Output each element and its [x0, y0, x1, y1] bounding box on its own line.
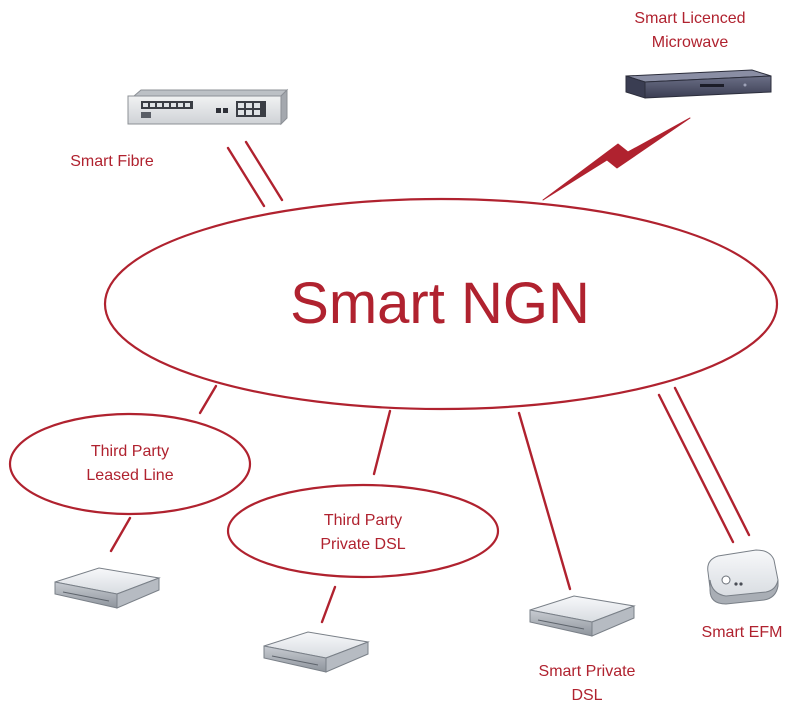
third-party-private-dsl-ellipse	[226, 483, 500, 579]
efm-box-icon	[707, 549, 779, 605]
link-smart-efm	[657, 386, 751, 544]
modem-icon	[529, 595, 636, 637]
microwave-radio-unit-icon	[625, 69, 772, 99]
link-lightning-microwave	[542, 117, 691, 201]
smart-ngn-label: Smart NGN	[290, 271, 590, 336]
smart-ngn-cloud	[103, 197, 779, 411]
link-ngn-to-third-party-dsl	[372, 409, 392, 476]
link-ngn-to-leased-line	[198, 384, 218, 415]
smart-fibre-label: Smart Fibre	[70, 153, 154, 170]
link-third-party-dsl-to-modem	[320, 585, 337, 624]
leased-line-label-line2: Leased Line	[86, 467, 173, 484]
link-leased-line-to-modem	[109, 516, 132, 553]
modem-icon	[263, 631, 370, 673]
rack-router-icon	[127, 88, 289, 126]
third-party-dsl-label-line1: Third Party	[324, 512, 402, 529]
link-ngn-to-smart-private-dsl	[517, 411, 572, 591]
modem-icon	[54, 567, 161, 609]
link-smart-fibre	[226, 140, 284, 208]
leased-line-label-line1: Third Party	[91, 443, 169, 460]
smart-private-dsl-label-line2: DSL	[571, 687, 602, 704]
smart-efm-label: Smart EFM	[702, 624, 783, 641]
smart-microwave-label-line2: Microwave	[652, 34, 729, 51]
smart-microwave-label-line1: Smart Licenced	[634, 10, 745, 27]
third-party-leased-line-ellipse	[8, 412, 252, 516]
third-party-dsl-label-line2: Private DSL	[320, 536, 405, 553]
smart-private-dsl-label-line1: Smart Private	[539, 663, 636, 680]
